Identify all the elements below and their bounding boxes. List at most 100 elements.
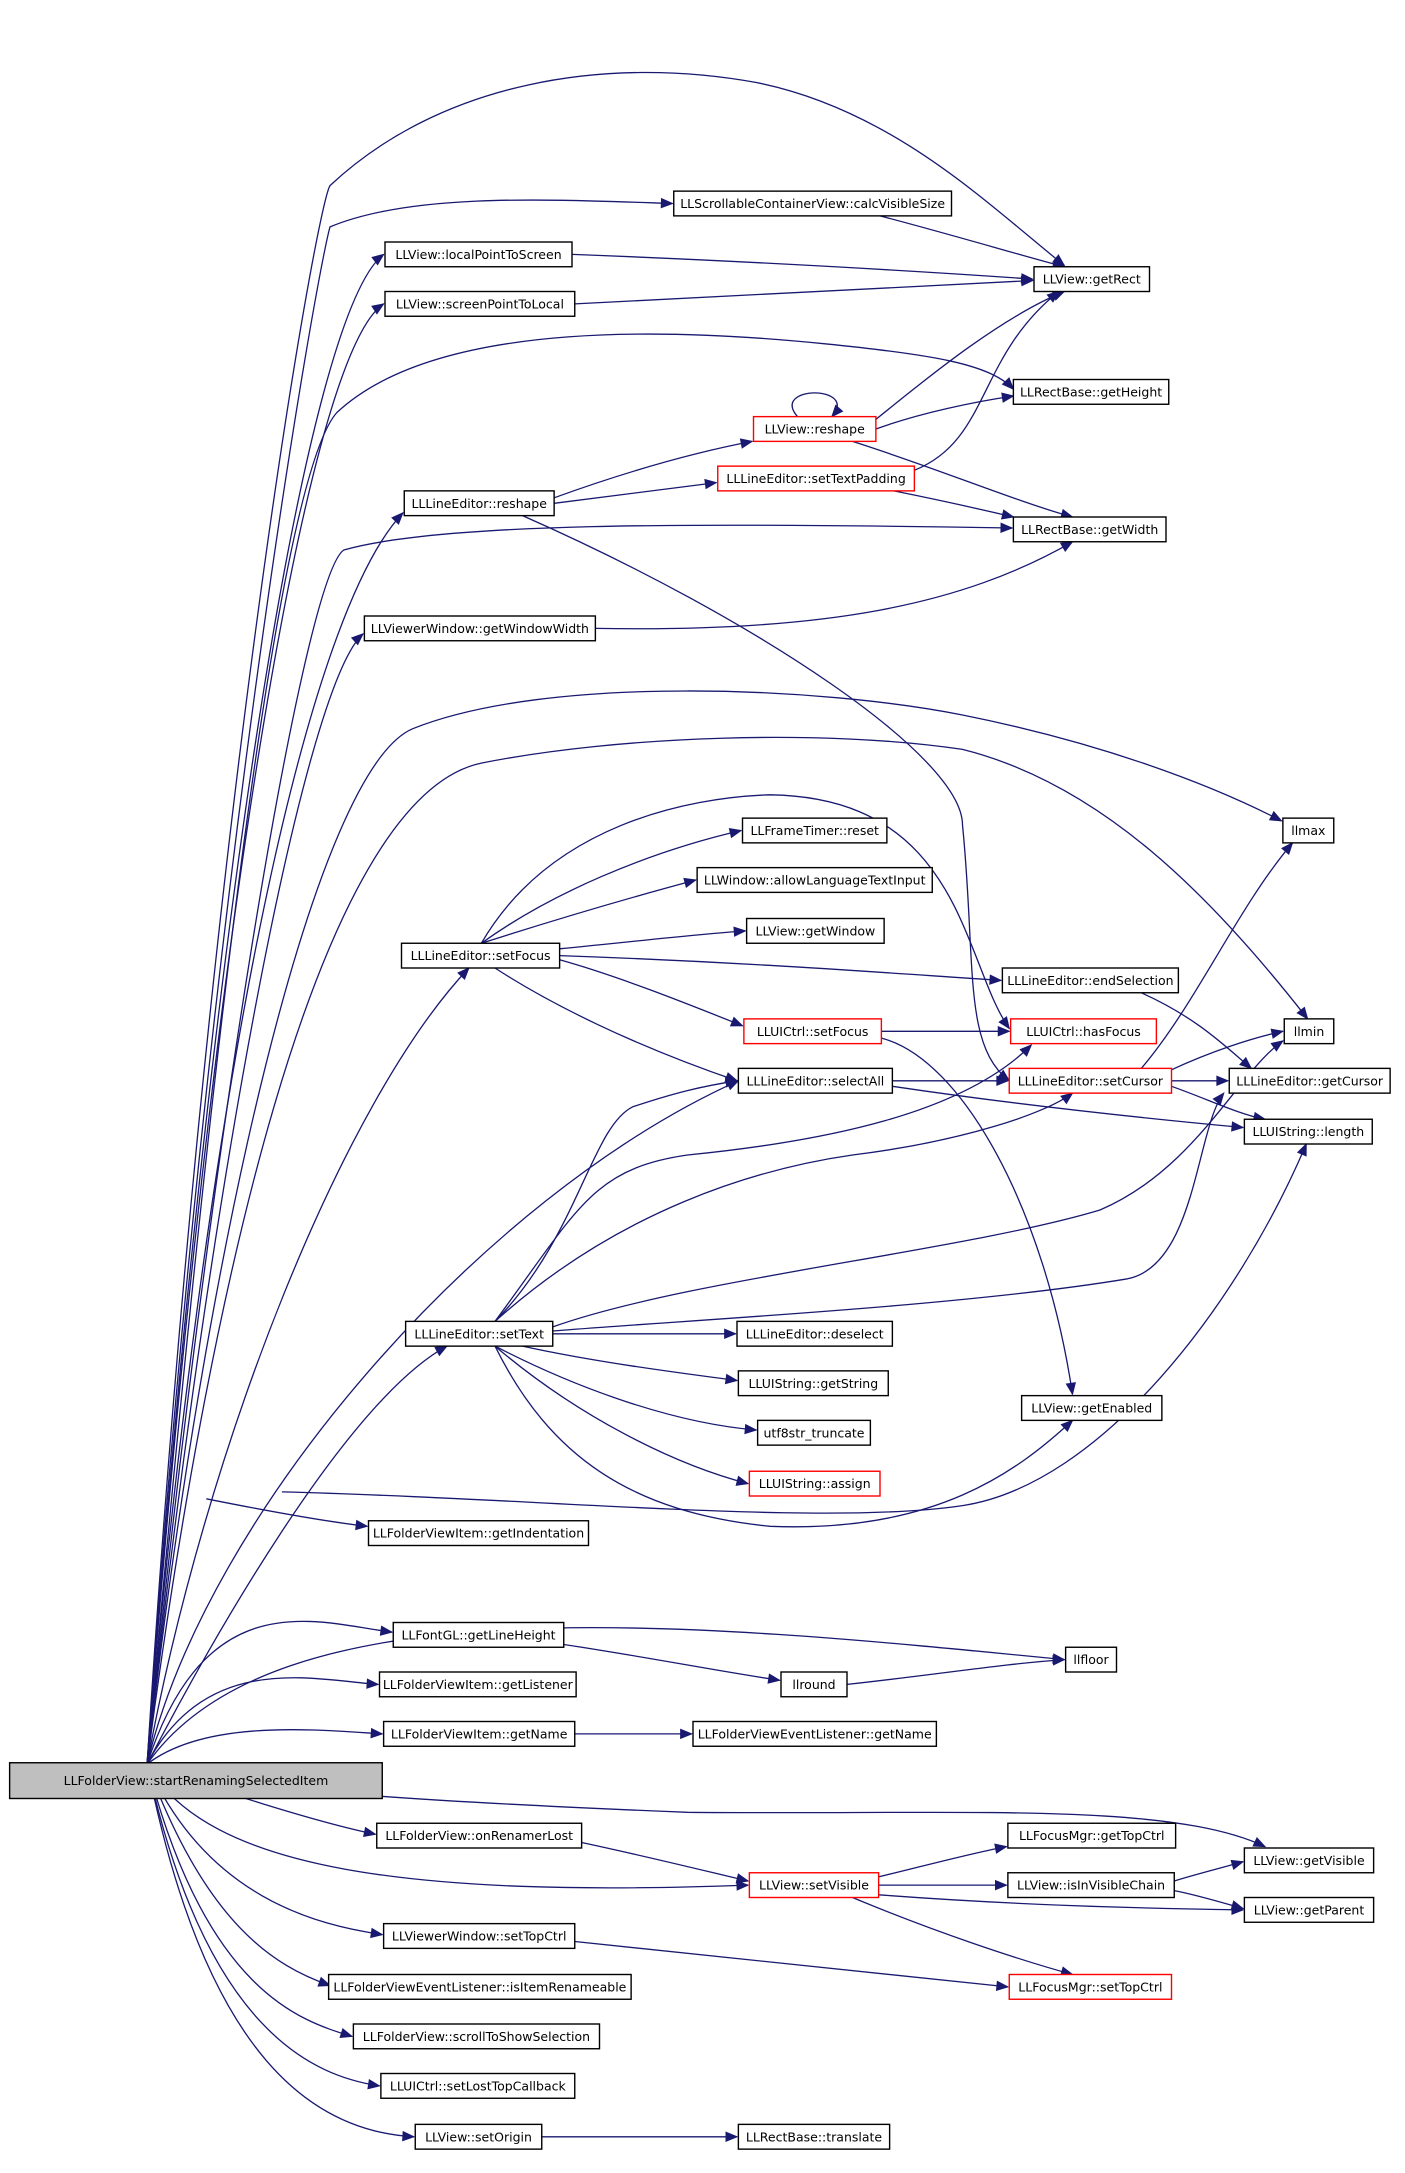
arrowhead-allowLang (683, 877, 698, 889)
node-hasFocus[interactable]: LLUICtrl::hasFocus (1009, 1018, 1158, 1045)
edge-root-to-localPointToScreen (146, 253, 384, 1765)
arrowhead-deselect (724, 1328, 737, 1339)
node-label: LLLineEditor::endSelection (1007, 973, 1173, 988)
arrowhead-getIndentation (355, 1519, 369, 1531)
arrowhead-setTextPadding (704, 478, 718, 490)
node-assign[interactable]: LLUIString::assign (748, 1470, 881, 1497)
node-getWidth[interactable]: LLRectBase::getWidth (1012, 516, 1167, 543)
node-getWindow[interactable]: LLView::getWindow (745, 917, 885, 944)
arrowhead-frameReset (728, 827, 743, 839)
edge-reshapeView-to-getHeight (875, 395, 1014, 430)
node-setTextPadding[interactable]: LLLineEditor::setTextPadding (717, 465, 916, 492)
node-scrollToShow[interactable]: LLFolderView::scrollToShowSelection (352, 2023, 601, 2050)
node-reshapeLE[interactable]: LLLineEditor::reshape (403, 490, 555, 517)
node-box (404, 1320, 554, 1347)
node-llmax[interactable]: llmax (1282, 817, 1335, 844)
node-allowLang[interactable]: LLWindow::allowLanguageTextInput (696, 866, 933, 894)
node-label: LLLineEditor::reshape (411, 496, 547, 511)
edge-onRenamerLost-to-setVisible (581, 1841, 749, 1882)
node-box (378, 1671, 577, 1698)
node-setFocusLE[interactable]: LLLineEditor::setFocus (400, 942, 561, 969)
node-box (1008, 1973, 1173, 2000)
node-endSelection[interactable]: LLLineEditor::endSelection (1001, 967, 1180, 994)
node-label: LLView::getEnabled (1031, 1401, 1152, 1416)
node-getRect[interactable]: LLView::getRect (1033, 266, 1151, 293)
node-translate[interactable]: LLRectBase::translate (737, 2123, 891, 2150)
node-strLength[interactable]: LLUIString::length (1243, 1118, 1373, 1145)
node-getHeight[interactable]: LLRectBase::getHeight (1012, 378, 1170, 405)
node-box (327, 1973, 632, 2000)
arrowhead-llmin (1270, 1040, 1284, 1052)
node-setTopCtrlVW[interactable]: LLViewerWindow::setTopCtrl (382, 1922, 576, 1950)
node-setFocusUI[interactable]: LLUICtrl::setFocus (743, 1018, 883, 1045)
edge-root-to-llmax (146, 690, 1282, 1765)
node-label: LLUICtrl::setFocus (757, 1024, 869, 1039)
node-getLineHeight[interactable]: LLFontGL::getLineHeight (392, 1621, 565, 1648)
node-onRenamerLost[interactable]: LLFolderView::onRenamerLost (376, 1822, 583, 1849)
node-label: LLLineEditor::setCursor (1018, 1073, 1164, 1088)
edge-getWindowWidth-to-getWidth (595, 541, 1073, 630)
node-label: LLFolderView::onRenamerLost (385, 1828, 573, 1843)
node-setLostTop[interactable]: LLUICtrl::setLostTopCallback (380, 2072, 576, 2099)
node-getListener[interactable]: LLFolderViewItem::getListener (378, 1671, 577, 1698)
node-box (752, 415, 877, 443)
arrowhead-setVisible (735, 1873, 750, 1884)
node-box (741, 817, 888, 844)
node-setTopCtrlFM[interactable]: LLFocusMgr::setTopCtrl (1008, 1973, 1173, 2000)
arrowhead-hasFocus (998, 1016, 1011, 1030)
node-llround[interactable]: llround (780, 1671, 848, 1698)
node-label: LLUIString::assign (759, 1476, 871, 1491)
arrowhead-translate (725, 2131, 739, 2142)
node-getParent[interactable]: LLView::getParent (1243, 1896, 1375, 1923)
node-getWindowWidth[interactable]: LLViewerWindow::getWindowWidth (363, 615, 597, 642)
arrowhead-setCursor (1060, 1092, 1074, 1105)
node-box (748, 1872, 880, 1899)
node-getNameListener[interactable]: LLFolderViewEventListener::getName (692, 1720, 938, 1747)
node-setText[interactable]: LLLineEditor::setText (404, 1320, 554, 1347)
arrowhead-isItemRenameable (317, 1976, 332, 1987)
node-getCursor[interactable]: LLLineEditor::getCursor (1228, 1067, 1391, 1094)
arrowhead-getNameItem (370, 1727, 384, 1739)
node-deselect[interactable]: LLLineEditor::deselect (736, 1320, 894, 1347)
edge-root-to-setText (146, 1345, 448, 1765)
node-box (1243, 1118, 1373, 1145)
node-setVisible[interactable]: LLView::setVisible (748, 1872, 880, 1899)
node-label: LLWindow::allowLanguageTextInput (704, 873, 926, 888)
node-setCursor[interactable]: LLLineEditor::setCursor (1008, 1067, 1173, 1094)
node-screenPointToLocal[interactable]: LLView::screenPointToLocal (384, 290, 576, 317)
node-llfloor[interactable]: llfloor (1064, 1646, 1118, 1673)
node-isInVisibleChain[interactable]: LLView::isInVisibleChain (1007, 1872, 1175, 1899)
node-frameReset[interactable]: LLFrameTimer::reset (741, 817, 888, 844)
node-label: LLView::localPointToScreen (395, 247, 561, 262)
edge-setFocusLE-to-getWindow (559, 930, 746, 950)
node-getString[interactable]: LLUIString::getString (737, 1370, 889, 1397)
node-label: LLView::getVisible (1253, 1853, 1365, 1868)
edge-root-to-calcVisibleSize (146, 199, 673, 1765)
node-getVisible[interactable]: LLView::getVisible (1243, 1847, 1375, 1874)
node-label: utf8str_truncate (764, 1425, 865, 1440)
edge-root-to-getNameItem (146, 1729, 383, 1765)
node-selectAll[interactable]: LLLineEditor::selectAll (737, 1067, 894, 1094)
node-setOrigin[interactable]: LLView::setOrigin (414, 2123, 543, 2150)
node-utf8trunc[interactable]: utf8str_truncate (756, 1419, 872, 1446)
node-root[interactable]: LLFolderView::startRenamingSelectedItem (8, 1762, 383, 1800)
node-label: LLRectBase::getHeight (1020, 384, 1162, 399)
node-getIndentation[interactable]: LLFolderViewItem::getIndentation (367, 1520, 590, 1547)
edge-reshapeView-to-getRect (875, 290, 1065, 420)
node-getTopCtrl[interactable]: LLFocusMgr::getTopCtrl (1007, 1822, 1177, 1849)
node-box (384, 290, 576, 317)
node-box (380, 2072, 576, 2099)
node-isItemRenameable[interactable]: LLFolderViewEventListener::isItemRenamea… (327, 1973, 632, 2000)
node-box (1020, 1394, 1163, 1422)
node-calcVisibleSize[interactable]: LLScrollableContainerView::calcVisibleSi… (673, 190, 953, 217)
node-getNameItem[interactable]: LLFolderViewItem::getName (382, 1720, 576, 1747)
node-reshapeView[interactable]: LLView::reshape (752, 415, 877, 443)
arrowhead-setTopCtrlVW (370, 1927, 384, 1939)
node-localPointToScreen[interactable]: LLView::localPointToScreen (384, 241, 573, 268)
edge-reshapeLE-to-setCursor (522, 515, 1010, 1082)
edge-setFocusLE-to-selectAll (494, 967, 738, 1082)
node-getEnabled[interactable]: LLView::getEnabled (1020, 1394, 1163, 1422)
node-box (367, 1520, 590, 1547)
node-box (737, 1067, 894, 1094)
node-llmin[interactable]: llmin (1283, 1018, 1335, 1045)
